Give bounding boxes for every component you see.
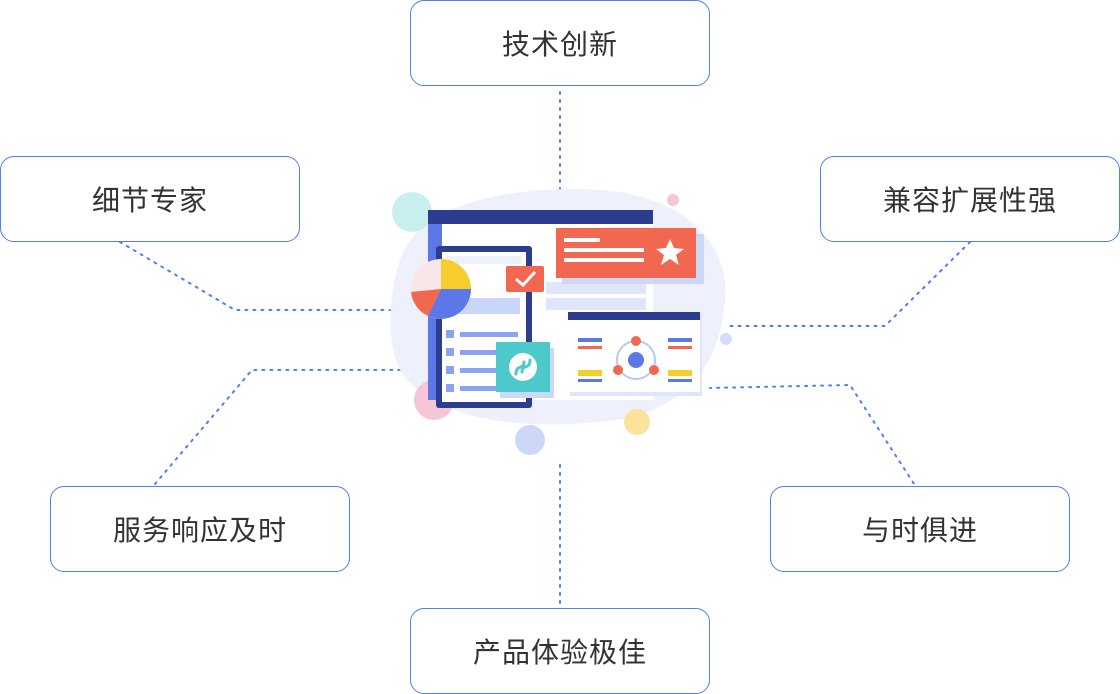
feature-label-detail-expert: 细节专家 [91, 184, 208, 217]
mini-program-icon [496, 342, 554, 398]
connector-left-bottom [154, 369, 426, 485]
feature-box-service-response: 服务响应及时 [50, 486, 350, 572]
small-blue-dot [720, 333, 732, 345]
star-card [556, 228, 704, 284]
network-window [568, 312, 702, 396]
feature-label-tech-innovation: 技术创新 [501, 28, 618, 61]
feature-box-detail-expert: 细节专家 [0, 156, 300, 242]
feature-label-service-response: 服务响应及时 [112, 514, 287, 547]
feature-label-compatibility: 兼容扩展性强 [882, 184, 1057, 217]
blue-bubble [515, 425, 545, 455]
feature-box-tech-innovation: 技术创新 [410, 0, 710, 86]
feature-box-product-experience: 产品体验极佳 [410, 608, 710, 694]
teal-dot [392, 192, 432, 232]
feature-box-compatibility: 兼容扩展性强 [820, 156, 1120, 242]
feature-label-keep-pace: 与时俱进 [861, 514, 978, 547]
pie-chart-icon [411, 259, 471, 319]
checkmark-icon [506, 266, 544, 292]
feature-box-keep-pace: 与时俱进 [770, 486, 1070, 572]
connector-right-top [724, 241, 971, 327]
star-icon [656, 239, 684, 265]
connector-left-top [119, 241, 396, 311]
yellow-bubble [624, 409, 650, 435]
feature-label-product-experience: 产品体验极佳 [472, 636, 647, 669]
pink-dot [667, 194, 679, 206]
network-icon [613, 336, 659, 380]
connector-right-bottom [709, 383, 919, 491]
